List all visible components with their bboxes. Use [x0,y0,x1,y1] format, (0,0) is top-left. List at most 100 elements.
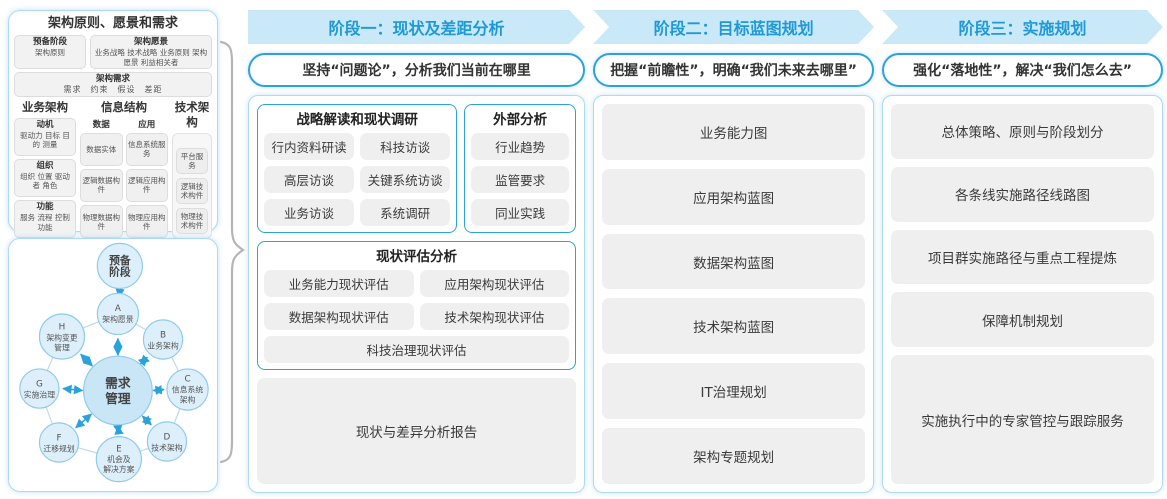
phase-3-item: 各条线实施路径线路图 [891,166,1154,222]
logical-data-box: 逻辑数据构件 [80,168,123,203]
node-d-name: 技术架构 [151,442,182,452]
phase-1-subtitle: 坚持“问题论”，分析我们当前在哪里 [248,53,586,87]
physical-app-box: 物理应用构件 [125,205,168,239]
data-entity-box: 数据实体 [80,132,123,166]
strategy-research-title: 战略解读和现状调研 [296,112,418,128]
phase-3-item: 保障机制规划 [891,292,1154,348]
node-e-letter: E [116,444,122,454]
motivation-title: 动机 [36,119,54,130]
node-e-name: 机会及 [107,454,131,464]
strategy-research-group: 战略解读和现状调研 行内资料研读 科技访谈 高层访谈 关键系统访谈 业务访谈 系… [257,104,458,233]
tech-arch-box: 平台服务 逻辑技术构件 物理技术构件 [172,132,212,239]
node-f-letter: F [57,434,62,444]
gap-analysis-report-box: 现状与差异分析报告 [257,378,577,484]
assessment-title: 现状评估分析 [376,249,458,265]
function-title: 功能 [36,202,54,213]
node-d-letter: D [164,433,171,443]
phase-2-item: 技术架构蓝图 [602,298,866,355]
logical-tech-box: 逻辑技术构件 [176,177,208,204]
business-arch-column: 业务架构 动机 驱动力 目标 目的 测量 组织 组织 位置 驱动者 角色 功能 … [14,100,76,239]
app-subtitle: 应用 [138,119,156,130]
function-box: 功能 服务 流程 控制 功能 [14,200,76,239]
node-g-circle [19,368,60,409]
prep-circle-label2: 阶段 [109,266,131,279]
node-b-circle [142,319,184,360]
platform-service-box: 平台服务 [176,147,208,174]
strategy-item: 科技访谈 [360,133,451,160]
node-a-letter: A [115,304,121,314]
strategy-items-grid: 行内资料研读 科技访谈 高层访谈 关键系统访谈 业务访谈 系统调研 [264,133,451,226]
business-arch-title: 业务架构 [22,99,68,114]
node-d-circle [146,421,188,462]
node-b-letter: B [160,331,166,341]
node-c-circle [166,368,209,411]
assessment-group: 现状评估分析 业务能力现状评估 应用架构现状评估 数据架构现状评估 技术架构现状… [257,241,577,370]
strategy-item: 高层访谈 [264,166,355,193]
phase-3-subtitle: 强化“落地性”，解决“我们怎么去” [882,53,1163,87]
assessment-item: 应用架构现状评估 [419,270,570,297]
node-b-name: 业务架构 [147,340,178,350]
external-item: 行业趋势 [471,133,570,160]
tech-arch-column: 技术架构 平台服务 逻辑技术构件 物理技术构件 [172,100,212,239]
node-h-name: 架构变更 [46,332,77,342]
architecture-columns: 业务架构 动机 驱动力 目标 目的 测量 组织 组织 位置 驱动者 角色 功能 … [14,100,212,239]
architecture-content-panel: 架构原则、愿景和需求 预备阶段 架构原则 架构愿景 业务战略 技术战略 业务原则… [8,10,218,277]
phase-1-column: 阶段一：现状及差距分析 坚持“问题论”，分析我们当前在哪里 战略解读和现状调研 … [248,10,586,493]
node-h-circle [38,313,86,360]
phase-3-item: 总体策略、原则与阶段划分 [891,104,1154,159]
phase-2-header: 阶段二：目标蓝图规划 [593,10,874,44]
assessment-item: 业务能力现状评估 [264,270,414,297]
vision-title: 架构愿景 [133,37,168,47]
node-c-name2: 架构 [180,394,196,404]
phase-2-column: 阶段二：目标蓝图规划 把握“前瞻性”，明确“我们未来去哪里” 业务能力图 应用架… [593,10,875,493]
physical-data-box: 物理数据构件 [80,205,123,239]
adm-cycle-panel: 预备 阶段 A 架构愿景 B 业务架构 C 信息系统 架构 D 技术架构 E 机… [8,238,218,492]
phase-2-item: 架构专题规划 [602,428,866,484]
vision-box: 架构愿景 业务战略 技术战略 业务原则 架构愿景 利益相关者 [90,35,212,69]
phase-2-item: 业务能力图 [602,104,866,160]
strategy-item: 系统调研 [360,199,451,226]
phase-1-body: 战略解读和现状调研 行内资料研读 科技访谈 高层访谈 关键系统访谈 业务访谈 系… [248,95,586,493]
prep-circle [96,242,144,290]
panel-title: 架构原则、愿景和需求 [47,16,178,31]
curly-brace [219,40,245,463]
phase-1-top-row: 战略解读和现状调研 行内资料研读 科技访谈 高层访谈 关键系统访谈 业务访谈 系… [257,104,577,233]
phase-3-column: 阶段三：实施规划 强化“落地性”，解决“我们怎么去” 总体策略、原则与阶段划分 … [882,10,1163,493]
center-label-line1: 需求 [105,376,131,392]
function-items: 服务 流程 控制 功能 [20,213,70,232]
phase-3-body: 总体策略、原则与阶段划分 各条线实施路径线路图 项目群实施路径与重点工程提炼 保… [882,95,1163,493]
strategy-item: 业务访谈 [264,199,355,226]
node-e-name2: 解决方案 [103,464,134,474]
organization-box: 组织 组织 位置 驱动者 角色 [14,158,76,198]
center-arrows [62,337,165,435]
external-item: 监管要求 [471,166,570,193]
prep-vision-row: 预备阶段 架构原则 架构愿景 业务战略 技术战略 业务原则 架构愿景 利益相关者 [14,35,212,69]
node-g-letter: G [36,380,43,390]
info-system-service-box: 信息系统服务 [125,132,168,166]
info-subcolumns: 数据 数据实体 逻辑数据构件 物理数据构件 应用 信息系统服务 逻辑应用构件 物… [80,118,168,239]
prep-phase-box: 预备阶段 架构原则 [14,35,86,69]
strategy-item: 行内资料研读 [264,133,355,160]
phases-area: 阶段一：现状及差距分析 坚持“问题论”，分析我们当前在哪里 战略解读和现状调研 … [248,10,1167,493]
phase-3-header: 阶段三：实施规划 [882,10,1163,44]
phase-2-item: 数据架构蓝图 [602,233,866,290]
external-items-list: 行业趋势 监管要求 同业实践 [471,133,570,226]
assessment-item: 技术架构现状评估 [419,303,570,330]
node-c-letter: C [184,375,190,385]
center-label-line2: 管理 [105,391,131,407]
prep-phase-title: 预备阶段 [32,37,67,47]
app-subcolumn: 应用 信息系统服务 逻辑应用构件 物理应用构件 [125,118,168,239]
info-structure-column: 信息结构 数据 数据实体 逻辑数据构件 物理数据构件 应用 信息系统服务 逻辑应… [80,100,168,239]
organization-items: 组织 位置 驱动者 角色 [20,171,70,191]
vision-items: 业务战略 技术战略 业务原则 架构愿景 利益相关者 [94,48,208,67]
node-a-name: 架构愿景 [102,314,133,324]
external-analysis-title: 外部分析 [493,112,548,128]
data-subtitle: 数据 [92,119,110,130]
assessment-items-grid: 业务能力现状评估 应用架构现状评估 数据架构现状评估 技术架构现状评估 [264,270,570,330]
external-analysis-group: 外部分析 行业趋势 监管要求 同业实践 [464,104,577,233]
node-e-circle [95,436,143,483]
motivation-box: 动机 驱动力 目标 目的 测量 [14,117,76,156]
phase-3-item-tall: 实施执行中的专家管控与跟踪服务 [891,355,1154,484]
center-circle [82,355,153,426]
